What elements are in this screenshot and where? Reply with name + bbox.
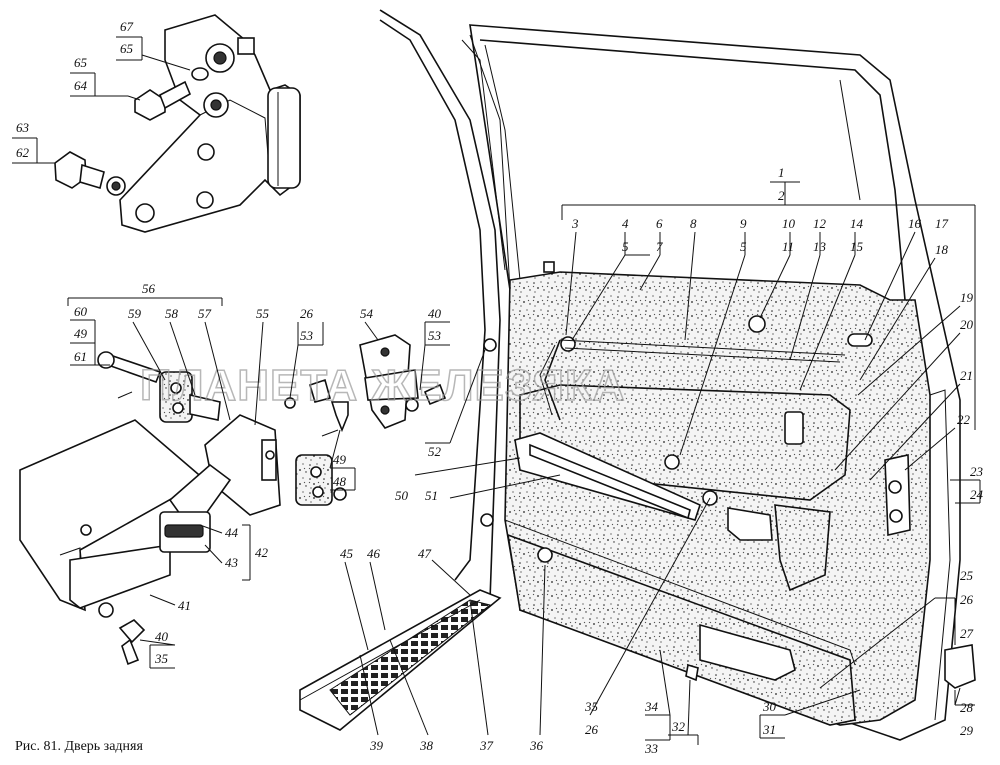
- callout-7: 7: [656, 239, 663, 254]
- callout-42: 42: [255, 545, 269, 560]
- callout-37: 37: [479, 738, 494, 753]
- callout-labels: 67 65 65 64 63 62 56 60 49 61 59 58 57 5…: [16, 19, 984, 756]
- callout-52: 52: [428, 444, 442, 459]
- callout-64: 64: [74, 78, 88, 93]
- callout-40: 40: [155, 629, 169, 644]
- callout-44: 44: [225, 525, 239, 540]
- callout-47: 47: [418, 546, 432, 561]
- callout-33: 33: [644, 741, 659, 756]
- callout-9: 9: [740, 216, 747, 231]
- callout-67: 67: [120, 19, 134, 34]
- callout-28: 28: [960, 700, 974, 715]
- callout-15: 15: [850, 239, 864, 254]
- callout-27: 27: [960, 626, 974, 641]
- callout-3: 3: [571, 216, 579, 231]
- callout-58: 58: [165, 306, 179, 321]
- callout-18: 18: [935, 242, 949, 257]
- callout-26: 26: [585, 722, 599, 737]
- callout-13: 13: [813, 239, 827, 254]
- callout-12: 12: [813, 216, 827, 231]
- callout-36: 36: [529, 738, 544, 753]
- callout-43: 43: [225, 555, 239, 570]
- callout-65: 65: [120, 41, 134, 56]
- callout-25: 25: [960, 568, 974, 583]
- callout-5: 5: [622, 239, 629, 254]
- callout-11: 11: [782, 239, 794, 254]
- rear-door: [469, 24, 976, 741]
- callout-6: 6: [656, 216, 663, 231]
- callout-26: 26: [960, 592, 974, 607]
- callout-60: 60: [74, 304, 88, 319]
- callout-59: 59: [128, 306, 142, 321]
- callout-40: 40: [428, 306, 442, 321]
- callout-30: 30: [762, 699, 777, 714]
- callout-35: 35: [154, 651, 169, 666]
- bolt-64: [134, 67, 209, 121]
- callout-26: 26: [300, 306, 314, 321]
- callout-57: 57: [198, 306, 212, 321]
- callout-29: 29: [960, 723, 974, 738]
- callout-31: 31: [762, 722, 776, 737]
- callout-34: 34: [644, 699, 659, 714]
- callout-45: 45: [340, 546, 354, 561]
- callout-35: 35: [584, 699, 599, 714]
- callout-24: 24: [970, 487, 984, 502]
- callout-20: 20: [960, 317, 974, 332]
- callout-10: 10: [782, 216, 796, 231]
- callout-51: 51: [425, 488, 438, 503]
- watermark-text: ПЛАНЕТА ЖЕЛЕЗЯКА: [140, 361, 626, 410]
- callout-19: 19: [960, 290, 974, 305]
- callout-55: 55: [256, 306, 270, 321]
- door-hinge: [119, 14, 301, 233]
- callout-14: 14: [850, 216, 864, 231]
- callout-48: 48: [333, 474, 347, 489]
- callout-53: 53: [300, 328, 314, 343]
- sill-plate: [299, 589, 502, 731]
- figure-caption: Рис. 81. Дверь задняя: [15, 739, 143, 754]
- body-pillar: [379, 9, 506, 611]
- callout-17: 17: [935, 216, 949, 231]
- striker-plate-54: [359, 334, 447, 429]
- callout-21: 21: [960, 368, 973, 383]
- callout-41: 41: [178, 598, 191, 613]
- callout-4: 4: [622, 216, 629, 231]
- callout-2: 2: [778, 188, 785, 203]
- callout-62: 62: [16, 145, 30, 160]
- door-check-assembly: [19, 351, 349, 666]
- callout-23: 23: [970, 464, 984, 479]
- callout-8: 8: [690, 216, 697, 231]
- callout-50: 50: [395, 488, 409, 503]
- callout-32: 32: [671, 719, 686, 734]
- callout-61: 61: [74, 349, 87, 364]
- callout-49: 49: [74, 326, 88, 341]
- callout-65: 65: [74, 55, 88, 70]
- callout-49: 49: [333, 452, 347, 467]
- callout-39: 39: [369, 738, 384, 753]
- callout-22: 22: [957, 412, 971, 427]
- bolt-62: [54, 151, 126, 196]
- callout-63: 63: [16, 120, 30, 135]
- callout-46: 46: [367, 546, 381, 561]
- callout-1: 1: [778, 165, 785, 180]
- callout-38: 38: [419, 738, 434, 753]
- callout-53: 53: [428, 328, 442, 343]
- callout-56: 56: [142, 281, 156, 296]
- leader-lines: [12, 36, 981, 745]
- callout-5: 5: [740, 239, 747, 254]
- callout-54: 54: [360, 306, 374, 321]
- callout-16: 16: [908, 216, 922, 231]
